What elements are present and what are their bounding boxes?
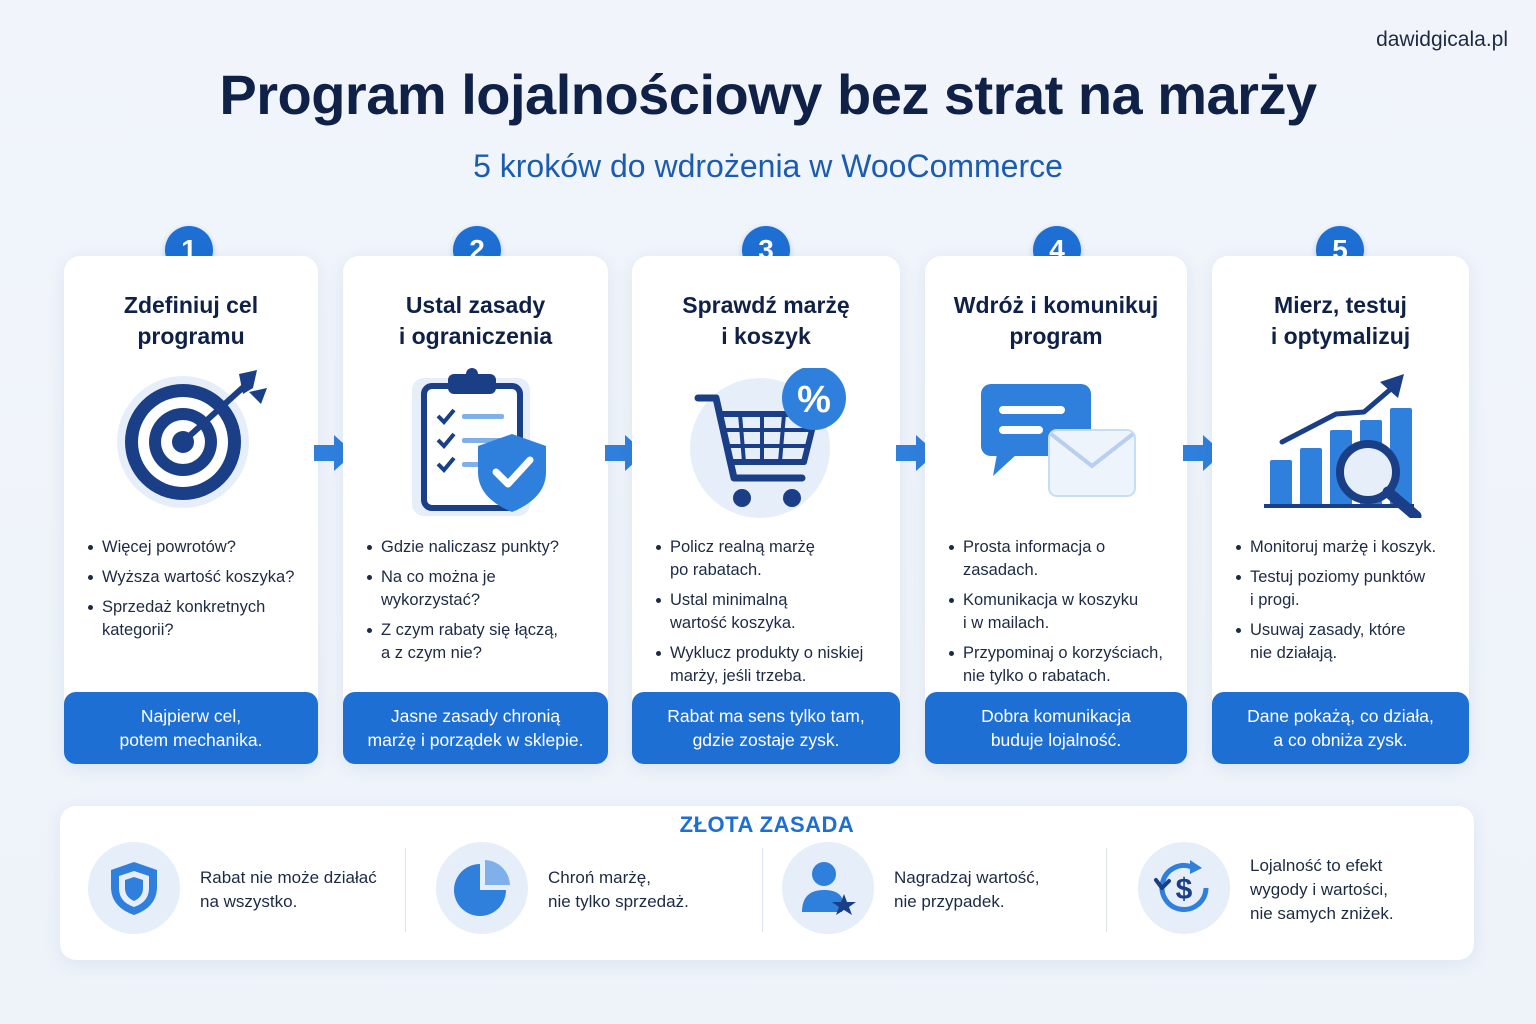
site-url[interactable]: dawidgicala.pl [1376,28,1508,51]
golden-rule-text: Chroń marżę,nie tylko sprzedaż. [548,868,689,911]
step-bullets: Prosta informacja o zasadach. Komunikacj… [949,536,1175,695]
user-star-icon [782,842,874,934]
step-bullets: Więcej powrotów? Wyższa wartość koszyka?… [88,536,306,649]
step-bullets: Gdzie naliczasz punkty? Na co można je w… [367,536,596,672]
list-item: Gdzie naliczasz punkty? [367,536,596,559]
list-item: Więcej powrotów? [88,536,306,559]
list-item: Przypominaj o korzyściach,nie tylko o ra… [949,642,1175,688]
list-item: Wyższa wartość koszyka? [88,566,306,589]
step-footer: Dane pokażą, co działa,a co obniża zysk. [1212,692,1469,764]
list-item: Z czym rabaty się łączą,a z czym nie? [367,619,596,665]
chart-magnifier-icon [1256,368,1426,523]
shield-icon [88,842,180,934]
cart-percent-icon: % [680,366,852,523]
chat-mail-icon [971,368,1141,503]
divider [1106,848,1107,932]
target-icon [111,368,271,513]
svg-text:$: $ [1176,873,1193,906]
divider [405,848,406,932]
golden-rule-title: ZŁOTA ZASADA [679,812,855,837]
dollar-cycle-icon: $ [1138,842,1230,934]
list-item: Na co można je wykorzystać? [367,566,596,612]
step-footer: Rabat ma sens tylko tam,gdzie zostaje zy… [632,692,900,764]
list-item: Monitoruj marżę i koszyk. [1236,536,1457,559]
clipboard-shield-icon [396,368,556,523]
list-item: Prosta informacja o zasadach. [949,536,1175,582]
pie-chart-icon [436,842,528,934]
golden-rule-item: Chroń marżę,nie tylko sprzedaż. [436,842,736,942]
golden-rule-text: Nagradzaj wartość,nie przypadek. [894,868,1040,911]
page-subtitle: 5 kroków do wdrożenia w WooCommerce [473,148,1063,184]
page-title: Program lojalnościowy bez strat na marży [219,63,1317,126]
step-bullets: Monitoruj marżę i koszyk. Testuj poziomy… [1236,536,1457,672]
divider [762,848,763,932]
step-footer: Najpierw cel,potem mechanika. [64,692,318,764]
golden-rule-item: Nagradzaj wartość,nie przypadek. [782,842,1082,942]
svg-text:%: % [797,379,831,421]
